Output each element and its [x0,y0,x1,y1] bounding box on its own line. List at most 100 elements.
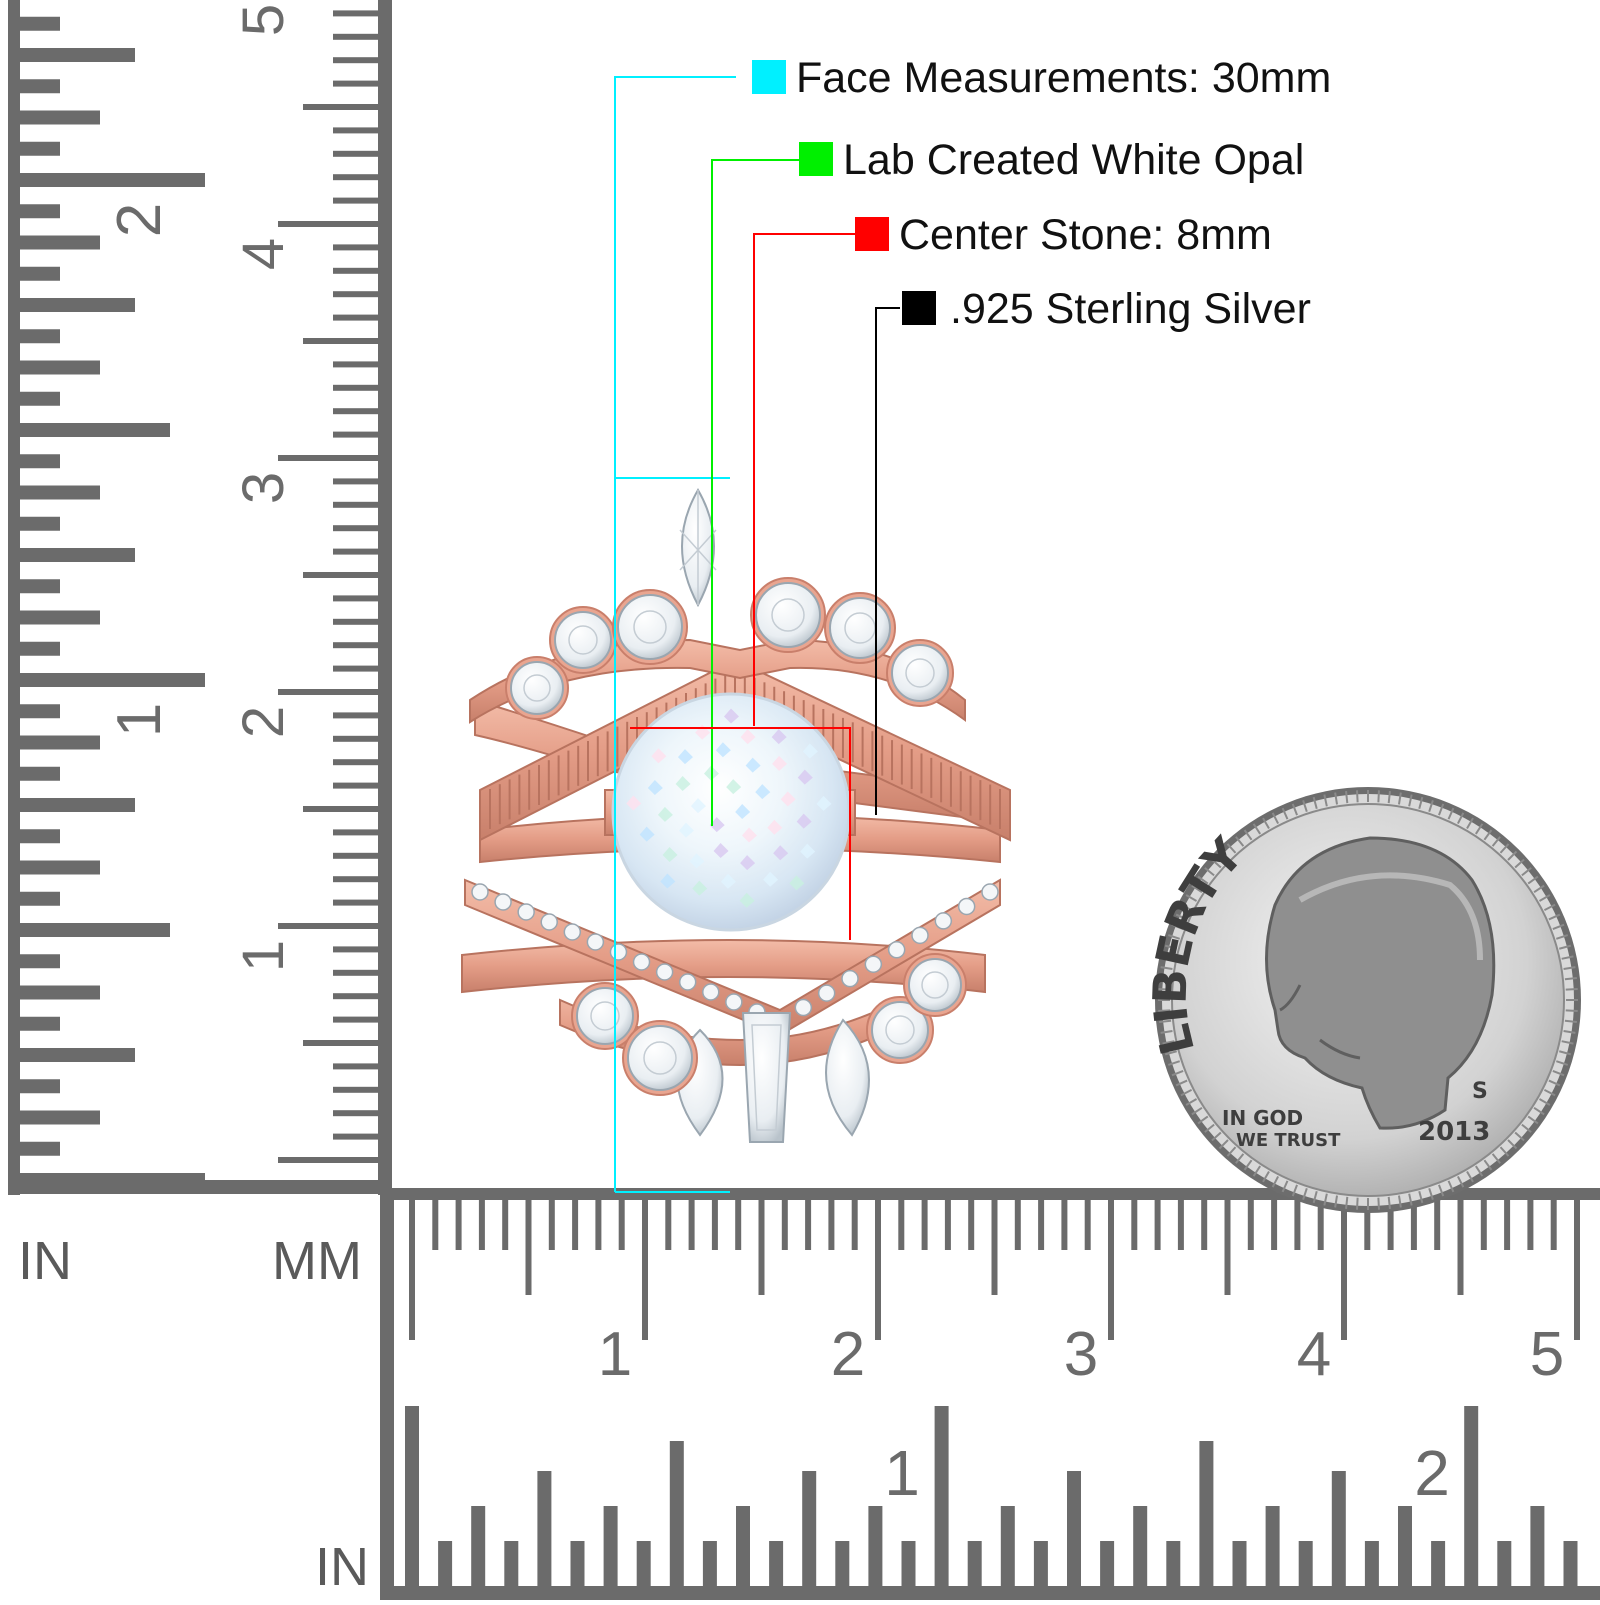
bottom-mm-tick [781,1200,788,1250]
bottom-inch-tick [868,1506,883,1586]
left-inch-tick [20,423,170,437]
bottom-mm-tick [1317,1200,1324,1250]
coin-reed [1204,1123,1215,1133]
coin-reed [1158,988,1171,991]
left-mm-tick [333,618,378,625]
opal-fleck [657,806,673,822]
left-inch-tick [20,1141,60,1156]
bottom-inch-tick [1133,1506,1148,1586]
opal-fleck [800,843,816,859]
bottom-inch-tick [1563,1541,1578,1586]
left-mm-tick [333,291,378,298]
bottom-mm-tick [572,1200,579,1250]
left-mm-tick [333,595,378,602]
pave-stone [702,983,720,1001]
bottom-mm-tick [944,1200,951,1250]
bottom-mm-tick [502,1200,509,1250]
opal-fleck [816,795,832,811]
coin-reed [1456,812,1465,825]
pave-stone [494,893,512,911]
left-ruler-in-label: IN [18,1231,72,1291]
coin-reed [1527,1115,1539,1125]
round-accent-stone [871,1001,929,1059]
left-mm-tick [333,478,378,485]
coin-reed [1565,988,1578,991]
left-mm-tick [333,1110,378,1117]
coin-reed [1538,894,1551,902]
bottom-inch-tick [835,1541,850,1586]
opal-fleck [735,804,751,819]
bottom-mm-tick [1154,1200,1161,1250]
bottom-inch-tick [901,1541,916,1586]
pave-stone [934,912,953,930]
opal-fleck [789,875,805,891]
opal-fleck [742,827,758,843]
coin-reed [1474,823,1484,835]
bottom-mm-tick [548,1200,555,1250]
opal-fleck [726,779,742,795]
coin-reed [1312,796,1318,810]
bottom-marquise-right [825,1018,870,1137]
coin-reed [1514,858,1525,869]
left-inch-tick [20,735,100,750]
bottom-inch-tick [1199,1441,1214,1586]
round-accent-stones [505,577,967,1096]
coin-reed [1561,1040,1574,1045]
coin-reed [1167,934,1180,940]
left-cm-tick-label: 2 [231,706,296,738]
bottom-cm-tick-label: 3 [1064,1320,1098,1389]
coin-reed [1171,1070,1184,1077]
coin-reed [1397,792,1402,805]
left-mm-tick [333,33,378,40]
left-mm-tick [333,665,378,672]
coin-reed [1408,794,1413,807]
left-inch-tick [20,360,100,375]
left-mm-tick [333,1063,378,1070]
bottom-mm-tick [1271,1200,1278,1250]
left-mm-tick [333,501,378,508]
bottom-inch-tick [1232,1541,1247,1586]
coin-reed [1356,1197,1359,1210]
opal-fleck [740,729,756,745]
bottom-inch-tick [471,1506,486,1586]
opal-fleck [720,873,736,889]
pave-stone [887,941,906,959]
left-inch-tick [20,673,205,687]
coin-reed [1533,1106,1545,1116]
pave-stone [632,953,651,971]
coin-reed [1171,923,1184,930]
opal-fleck [773,845,789,861]
left-ruler-mm-label: MM [272,1231,362,1291]
left-mm-tick [333,431,378,438]
left-mm-tick [278,1157,378,1163]
bottom-mm-tick [1527,1200,1534,1250]
bottom-inch-tick [1298,1541,1313,1586]
bottom-mm-tick [642,1200,648,1340]
coin-reed [1377,1197,1380,1210]
material-leader-line [711,159,799,826]
coin-reed [1474,1165,1484,1177]
left-inch-tick [20,329,60,344]
bottom-inch-tick [1497,1541,1512,1586]
coin-reed [1556,934,1569,940]
coin-reed [1204,867,1215,877]
opal-fleck [797,769,813,785]
left-mm-tick [333,197,378,204]
opal-fleck [772,755,788,771]
coin-motto-line-2: WE TRUST [1236,1130,1341,1151]
opal-fleck [780,791,796,807]
left-mm-tick [333,899,378,906]
bottom-inch-tick [1530,1506,1545,1586]
left-mm-tick [333,1086,378,1093]
coin-reed [1418,796,1424,810]
bottom-inch-tick [1431,1541,1446,1586]
opal-fleck [763,871,779,887]
coin-reed [1159,1019,1172,1023]
bottom-mm-tick [432,1200,439,1250]
pave-stone [957,897,976,916]
accent-stone-facet [643,1041,677,1075]
coin-reed [1552,1070,1565,1077]
coin-reed [1334,792,1339,805]
bottom-inch-tick [1398,1506,1412,1586]
